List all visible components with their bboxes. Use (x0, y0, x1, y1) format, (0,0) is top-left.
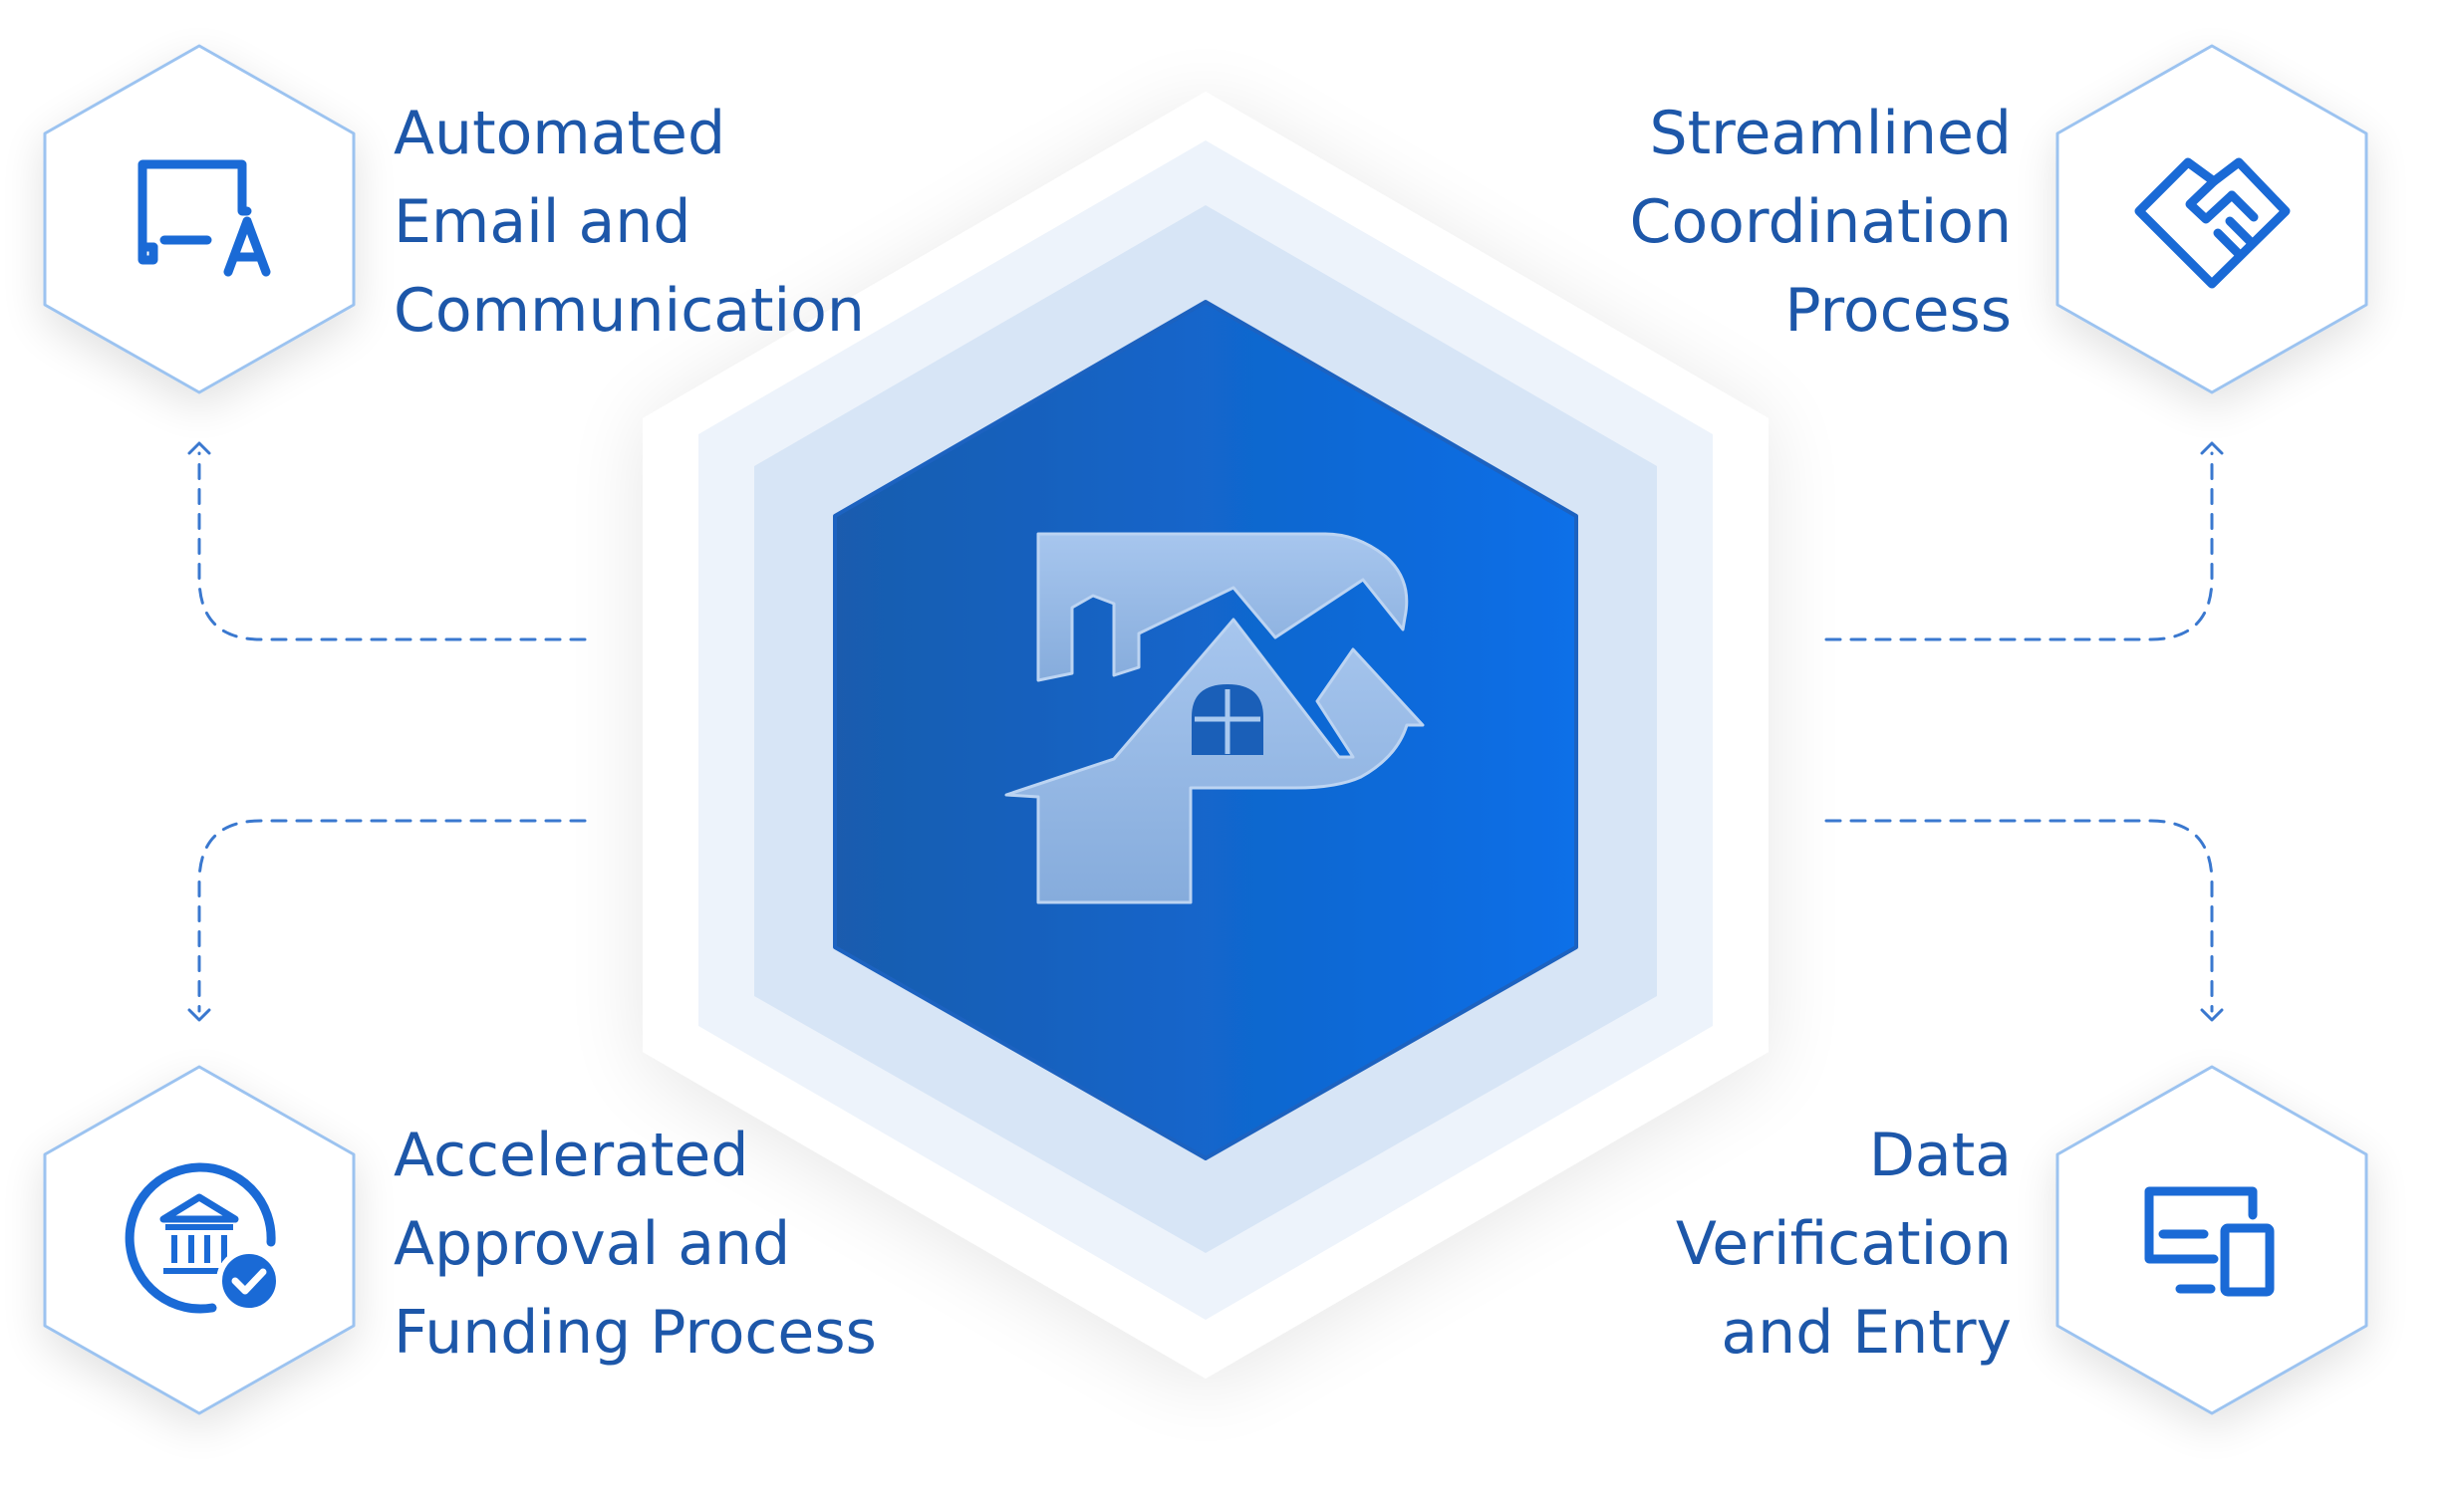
arrowhead-bottom-left (187, 1008, 211, 1022)
arrowhead-top-left (187, 441, 211, 455)
feature-label-streamlined-coordination: Streamlined Coordination Process (1630, 90, 2012, 356)
feature-label-data-verification: Data Verification and Entry (1676, 1112, 2012, 1378)
connector-bottom-left (197, 819, 587, 1013)
feature-label-line: Email and (394, 187, 691, 257)
handshake-icon (2134, 157, 2291, 289)
feature-label-accelerated-approval: Accelerated Approval and Funding Process (394, 1112, 877, 1378)
feature-label-line: Streamlined (1649, 99, 2012, 168)
feature-label-line: Coordination (1629, 187, 2012, 257)
feature-label-line: Verification (1675, 1209, 2012, 1279)
bank-check-icon (125, 1162, 282, 1314)
chat-text-icon (137, 159, 271, 277)
feature-label-line: and Entry (1721, 1298, 2012, 1368)
feature-label-line: Funding Process (394, 1298, 877, 1368)
feature-label-line: Accelerated (394, 1121, 749, 1190)
arrowhead-bottom-right (2200, 1008, 2224, 1022)
house-p-logo-icon (1004, 532, 1425, 904)
connector-top-left (197, 451, 587, 641)
feature-label-line: Automated (394, 99, 726, 168)
feature-hexagon-bottom-right (2055, 1065, 2368, 1415)
connector-bottom-right (1824, 819, 2214, 1013)
feature-hexagon-bottom-left (43, 1065, 356, 1415)
feature-label-line: Data (1868, 1121, 2012, 1190)
feature-label-automated-email: Automated Email and Communication (394, 90, 865, 356)
feature-label-line: Process (1784, 276, 2012, 346)
feature-label-line: Approval and (394, 1209, 791, 1279)
feature-hexagon-top-left (43, 44, 356, 394)
connectors (197, 451, 2214, 1013)
connector-arrowheads (187, 441, 2224, 1022)
arrowhead-top-right (2200, 441, 2224, 455)
connector-top-right (1824, 451, 2214, 641)
devices-icon (2144, 1186, 2275, 1297)
feature-label-line: Communication (394, 276, 865, 346)
